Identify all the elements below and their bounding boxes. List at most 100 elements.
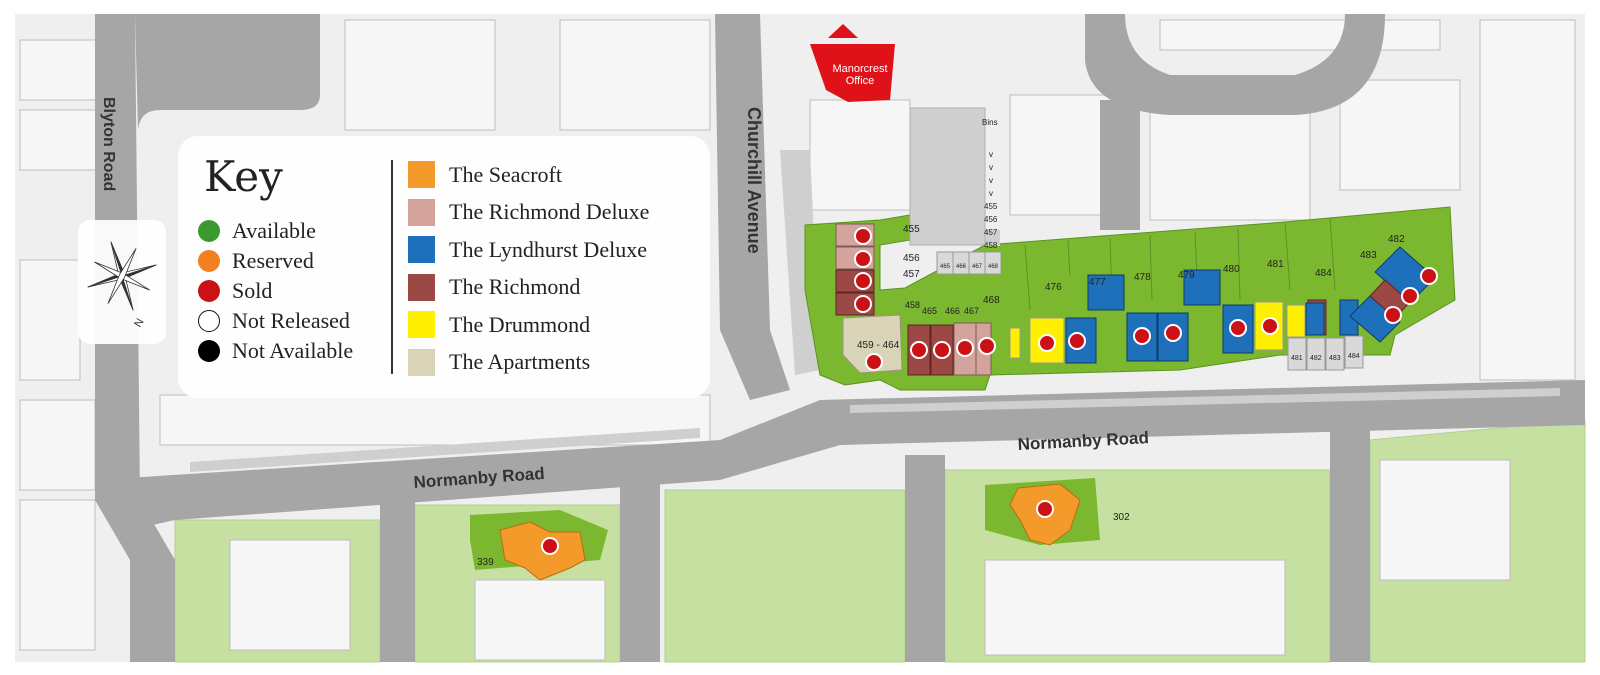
sold-marker: [854, 272, 872, 290]
key-status-label: Not Available: [232, 338, 354, 363]
apartments-459-464: [842, 314, 903, 374]
plot-457: 457: [903, 269, 920, 280]
plot-468: 468: [983, 295, 1000, 306]
sold-marker: [910, 341, 928, 359]
key-house-richmond-deluxe: The Richmond Deluxe: [408, 194, 649, 232]
svg-text:468: 468: [988, 264, 999, 270]
svg-text:466: 466: [956, 264, 967, 270]
store-labels: v v v v 455 456 457 458: [984, 150, 998, 250]
svg-text:484: 484: [1348, 353, 1360, 360]
office-label-line2: Office: [846, 75, 875, 87]
status-dot-icon: [198, 340, 220, 362]
sold-markers: [541, 227, 1438, 555]
key-house-seacroft: The Seacroft: [408, 156, 649, 194]
key-house-drummond: The Drummond: [408, 306, 649, 344]
sold-marker: [1261, 317, 1279, 335]
sold-marker: [854, 295, 872, 313]
svg-text:483: 483: [1329, 355, 1341, 362]
key-status-not-available: Not Available: [198, 336, 353, 366]
plot-476: 476: [1045, 282, 1062, 293]
sold-marker: [1036, 500, 1054, 518]
garages-465-468: [936, 251, 1002, 275]
road-label-blyton: Blyton Road: [100, 97, 117, 191]
plot-339: 339: [477, 557, 494, 568]
color-swatch: [408, 236, 435, 264]
plot-484: 484: [1315, 268, 1332, 279]
key-house-label: The Lyndhurst Deluxe: [449, 236, 647, 262]
compass-rose: N: [78, 220, 166, 344]
plot-467: 467: [964, 306, 979, 316]
svg-text:457: 457: [984, 228, 998, 237]
color-swatch: [408, 348, 435, 376]
office-label-line1: Manorcrest: [832, 63, 887, 75]
plot-477: 477: [1089, 277, 1106, 288]
plot-480: 480: [1223, 264, 1240, 275]
key-status-sold: Sold: [198, 276, 353, 306]
status-dot-icon: [198, 280, 220, 302]
garages-481-484: [1287, 335, 1364, 371]
sold-marker: [1384, 306, 1402, 324]
color-swatch: [408, 273, 435, 301]
compass-north-label: N: [132, 317, 146, 330]
svg-text:458: 458: [984, 241, 998, 250]
sold-marker: [1038, 334, 1056, 352]
plot-459-464: 459 - 464: [857, 340, 900, 351]
road-label-churchill: Churchill Avenue: [744, 107, 764, 254]
plot-483: 483: [1360, 250, 1377, 261]
svg-text:482: 482: [1310, 355, 1322, 362]
key-house-label: The Richmond: [449, 274, 581, 300]
status-dot-icon: [198, 310, 220, 332]
sold-marker: [1164, 324, 1182, 342]
plot-481: 481: [1267, 259, 1284, 270]
plot-numbers: 455 456 457 458 465 466 467 468 459 - 46…: [477, 224, 1405, 568]
color-swatch: [408, 198, 435, 226]
key-divider: [391, 160, 393, 374]
sold-marker: [1229, 319, 1247, 337]
sold-marker: [933, 341, 951, 359]
key-house-label: The Apartments: [449, 349, 591, 375]
sold-marker: [1068, 332, 1086, 350]
svg-text:v: v: [989, 163, 993, 172]
svg-text:v: v: [989, 189, 993, 198]
sold-marker: [854, 250, 872, 268]
key-title: Key: [204, 152, 283, 201]
churchill-avenue: [715, 14, 790, 400]
key-house-label: The Richmond Deluxe: [449, 199, 650, 225]
normanby-road: [95, 380, 1585, 530]
map-key: Key Available Reserved Sold Not Released…: [178, 136, 710, 398]
svg-text:455: 455: [984, 202, 998, 211]
key-status-reserved: Reserved: [198, 246, 353, 276]
status-dot-icon: [198, 220, 220, 242]
roads: [95, 14, 1585, 662]
sold-marker: [1401, 287, 1419, 305]
sold-marker: [1133, 327, 1151, 345]
svg-text:456: 456: [984, 215, 998, 224]
key-status-label: Reserved: [232, 248, 314, 273]
plot-455: 455: [903, 224, 920, 235]
key-house-label: The Drummond: [449, 311, 591, 337]
svg-text:465: 465: [940, 264, 951, 270]
svg-text:467: 467: [972, 264, 983, 270]
sold-marker: [854, 227, 872, 245]
plot-479: 479: [1178, 270, 1195, 281]
key-status-label: Available: [232, 218, 316, 243]
key-status-list: Available Reserved Sold Not Released Not…: [198, 216, 353, 366]
status-dot-icon: [198, 250, 220, 272]
sold-marker: [1420, 267, 1438, 285]
key-house-richmond: The Richmond: [408, 269, 649, 307]
sold-marker: [978, 337, 996, 355]
key-status-not-released: Not Released: [198, 306, 353, 336]
manorcrest-office: Manorcrest Office: [810, 24, 895, 102]
plot-302: 302: [1113, 512, 1130, 523]
key-house-type-list: The Seacroft The Richmond Deluxe The Lyn…: [408, 156, 649, 381]
svg-text:481: 481: [1291, 355, 1303, 362]
key-house-apartments: The Apartments: [408, 344, 649, 382]
sold-marker: [541, 537, 559, 555]
key-status-label: Sold: [232, 278, 273, 303]
key-status-label: Not Released: [232, 308, 350, 333]
bins-label: Bins: [982, 118, 998, 127]
sold-marker: [865, 353, 883, 371]
sold-marker: [956, 339, 974, 357]
key-house-lyndhurst-deluxe: The Lyndhurst Deluxe: [408, 231, 649, 269]
